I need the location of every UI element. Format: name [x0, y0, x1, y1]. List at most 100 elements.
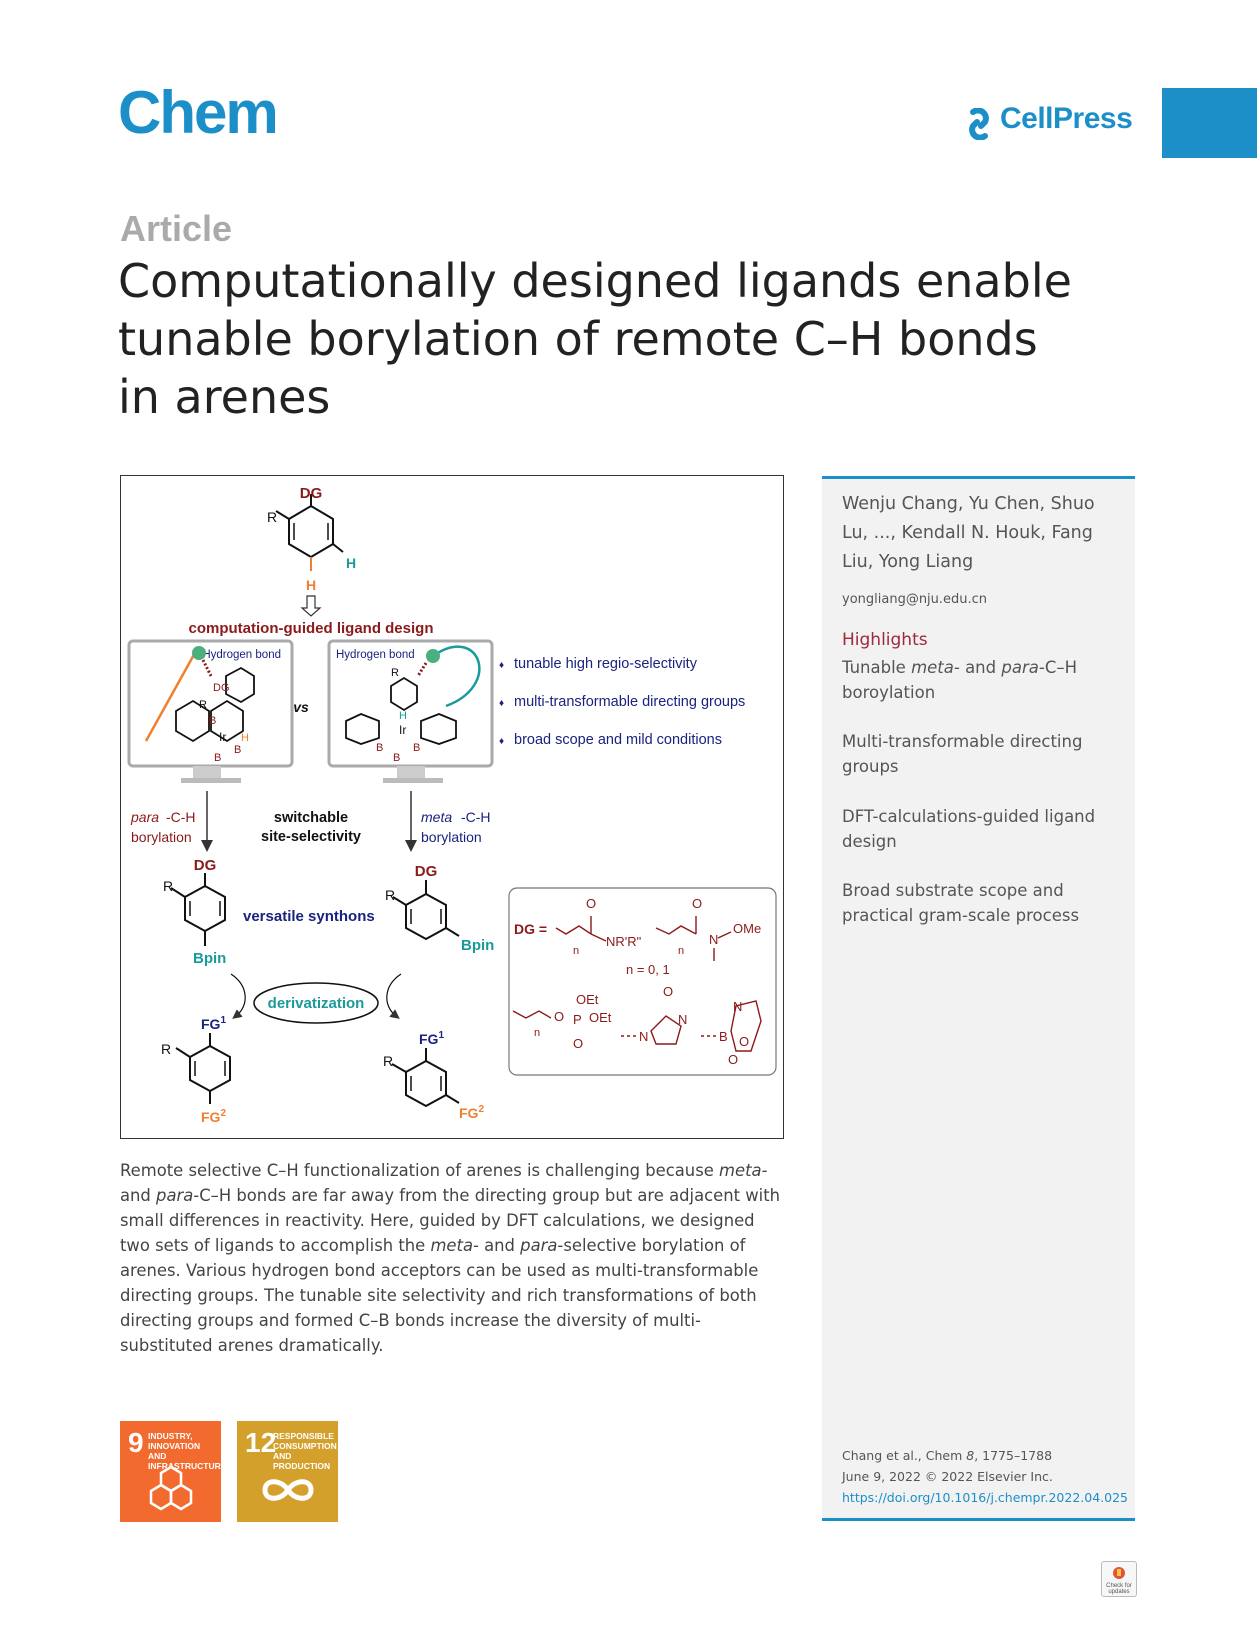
svg-text:O: O — [663, 984, 673, 999]
sdg-9-badge: 9 Industry, innovation and infrastructur… — [120, 1421, 226, 1522]
svg-text:DG =: DG = — [514, 921, 547, 937]
para-product: DG R Bpin — [163, 857, 226, 967]
vs-label: vs — [293, 699, 309, 715]
b-right-2: B — [413, 742, 420, 754]
fg-meta-product: FG1 R FG2 — [383, 1030, 484, 1121]
highlight-3: DFT-calculations-guided ligand design — [842, 807, 1096, 851]
svg-text:DG: DG — [415, 863, 438, 880]
svg-text:-C-H: -C-H — [166, 809, 196, 825]
authors: Wenju Chang, Yu Chen, Shuo Lu, ..., Kend… — [842, 494, 1095, 572]
h-teal-label: H — [346, 555, 356, 571]
svg-text:O: O — [573, 1036, 583, 1051]
b-right-1: B — [376, 742, 383, 754]
r-label-top: R — [267, 509, 277, 525]
b-left-2: B — [234, 744, 241, 756]
meta-product: DG R Bpin — [385, 863, 494, 954]
down-arrow-icon — [300, 595, 322, 617]
svg-text:R: R — [163, 878, 173, 894]
svg-text:P: P — [573, 1012, 582, 1027]
svg-text:switchable: switchable — [274, 810, 348, 826]
svg-text:FG1: FG1 — [201, 1015, 226, 1032]
article-title: Computationally designed ligands enable … — [118, 254, 1072, 424]
svg-text:O: O — [739, 1034, 749, 1049]
fg-para-product: FG1 R FG2 — [161, 1015, 231, 1125]
check-for-updates-badge[interactable]: Check for updates — [1101, 1561, 1137, 1597]
svg-text:n = 0, 1: n = 0, 1 — [626, 962, 670, 977]
dg-definition-box: DG = O NR'R" n O N OMe n n = 0, 1 n O P … — [508, 887, 777, 1076]
svg-text:FG2: FG2 — [459, 1104, 484, 1121]
left-monitor: Hydrogen bond DG R Ir B B B H — [127, 639, 294, 783]
h-orange-label: H — [306, 577, 316, 593]
bullet-2: multi-transformable directing groups — [514, 694, 745, 710]
publication-date: June 9, 2022 © 2022 Elsevier Inc. — [842, 1469, 1053, 1484]
svg-text:N: N — [639, 1029, 648, 1044]
ir-right-label: Ir — [399, 723, 406, 737]
svg-text:OMe: OMe — [733, 921, 761, 936]
cubes-icon — [149, 1465, 193, 1511]
h-left-label: H — [241, 732, 249, 744]
abstract: Remote selective C–H functionalization o… — [120, 1161, 781, 1355]
dg-label-top: DG — [300, 485, 323, 502]
svg-text:FG2: FG2 — [201, 1108, 226, 1125]
svg-text:O: O — [728, 1052, 738, 1067]
b-left-1: B — [209, 715, 216, 727]
svg-text:♦: ♦ — [499, 698, 504, 709]
hb-right-label: Hydrogen bond — [336, 649, 415, 661]
svg-text:FG1: FG1 — [419, 1030, 444, 1047]
infinity-icon — [262, 1479, 314, 1501]
svg-text:site-selectivity: site-selectivity — [261, 829, 361, 845]
check-updates-icon — [1113, 1567, 1125, 1579]
svg-text:R: R — [383, 1053, 393, 1069]
svg-text:OEt: OEt — [576, 992, 599, 1007]
r-right-label: R — [391, 667, 399, 679]
bpin-meta: Bpin — [461, 937, 494, 954]
cellpress-logo-icon — [969, 108, 989, 140]
bullet-1: tunable high regio-selectivity — [514, 656, 698, 672]
r-left-label: R — [199, 699, 207, 711]
highlight-2: Multi-transformable directing groups — [842, 732, 1083, 776]
right-monitor: Hydrogen bond R Ir B B B H — [327, 639, 494, 783]
meta-borylation-label: meta — [421, 809, 452, 825]
sidebar-panel — [822, 476, 1135, 1521]
para-borylation-label: para — [130, 809, 159, 825]
svg-text:OEt: OEt — [589, 1010, 612, 1025]
sdg-12-badge: 12 Responsible consumption and productio… — [237, 1421, 338, 1522]
svg-text:borylation: borylation — [131, 829, 192, 845]
email-link[interactable]: yongliang@nju.edu.cn — [842, 592, 988, 607]
feature-bullets: ♦ tunable high regio-selectivity ♦ multi… — [499, 656, 745, 748]
svg-text:NR'R": NR'R" — [606, 934, 642, 949]
highlight-4: Broad substrate scope and practical gram… — [842, 881, 1080, 925]
svg-text:N: N — [709, 932, 718, 947]
design-label: computation-guided ligand design — [189, 620, 434, 637]
highlight-1: Tunable meta- and para-C–H boroylation — [842, 658, 1077, 702]
bullet-3: broad scope and mild conditions — [514, 732, 722, 748]
publisher-logo: CellPress — [1000, 102, 1133, 135]
graphical-abstract-figure: DG R H H computation-guided ligand desig… — [127, 485, 777, 1125]
versatile-label: versatile synthons — [243, 908, 375, 925]
citation: Chang et al., Chem 8, 1775–1788 — [842, 1448, 1053, 1463]
svg-text:B: B — [719, 1029, 728, 1044]
svg-text:R: R — [161, 1041, 171, 1057]
svg-text:O: O — [554, 1009, 564, 1024]
bpin-para: Bpin — [193, 950, 226, 967]
svg-text:N: N — [733, 999, 742, 1014]
hb-left-label: Hydrogen bond — [202, 649, 281, 661]
graphical-abstract: DG R H H computation-guided ligand desig… — [120, 475, 784, 1139]
svg-text:n: n — [573, 945, 579, 957]
svg-text:O: O — [586, 896, 596, 911]
svg-text:O: O — [692, 896, 702, 911]
journal-logo: Chem — [118, 79, 279, 146]
highlights-heading: Highlights — [842, 630, 928, 650]
svg-text:N: N — [678, 1012, 687, 1027]
header-accent-tab — [1162, 88, 1257, 158]
b-left-3: B — [214, 752, 221, 764]
svg-text:DG: DG — [194, 857, 217, 874]
svg-text:♦: ♦ — [499, 660, 504, 671]
svg-text:n: n — [678, 945, 684, 957]
article-type: Article — [120, 208, 233, 249]
derivatization-label: derivatization — [268, 995, 365, 1012]
svg-text:n: n — [534, 1027, 540, 1039]
doi-link[interactable]: https://doi.org/10.1016/j.chempr.2022.04… — [842, 1490, 1128, 1505]
svg-text:R: R — [385, 887, 395, 903]
dg-left-label: DG — [213, 682, 230, 694]
